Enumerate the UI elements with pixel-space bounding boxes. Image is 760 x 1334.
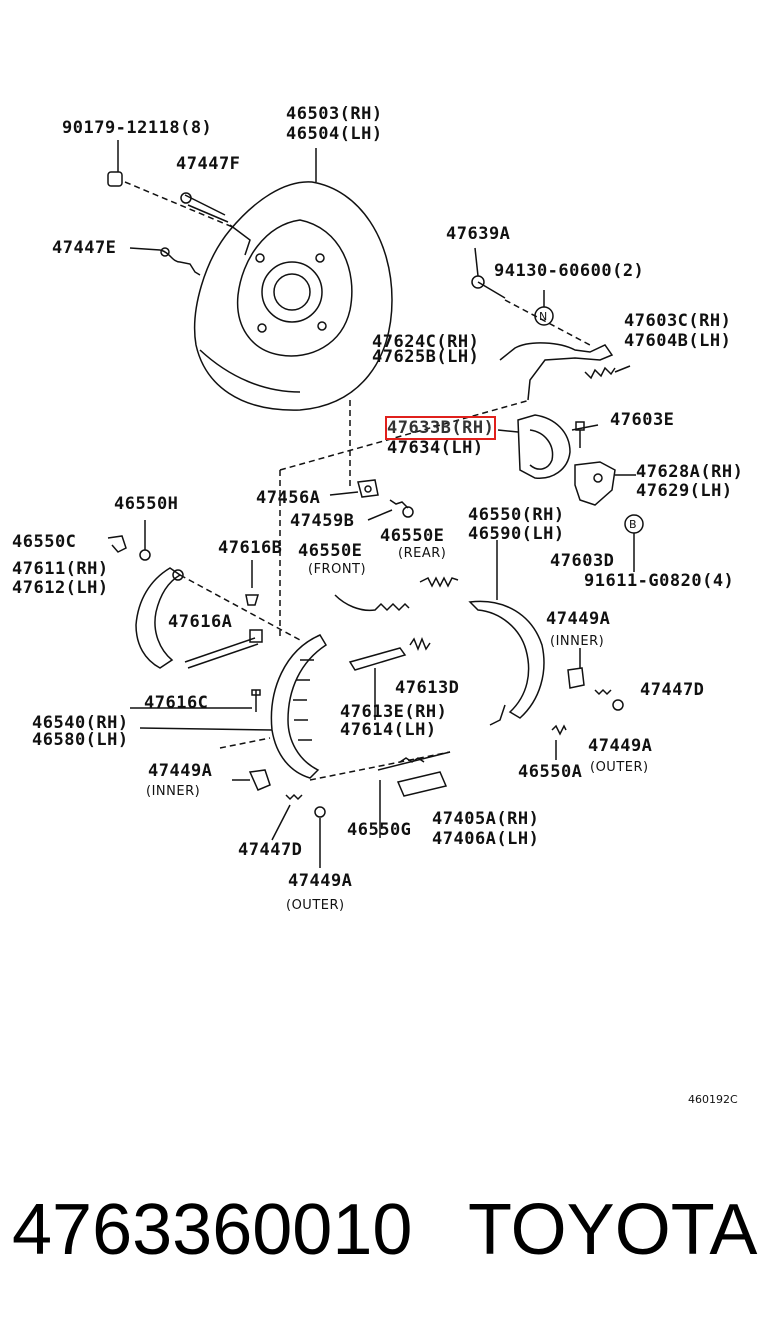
label-47447f: 47447F bbox=[176, 154, 241, 174]
label-46590: 46590(LH) bbox=[468, 524, 565, 544]
clip-46550c bbox=[107, 535, 127, 553]
lever-47624c bbox=[499, 342, 614, 401]
label-47614: 47614(LH) bbox=[340, 720, 437, 740]
spring-47447e bbox=[129, 247, 201, 276]
sublabel-inner-right: (INNER) bbox=[550, 634, 605, 649]
label-47459b: 47459B bbox=[290, 511, 355, 531]
cover-47633b bbox=[517, 414, 571, 479]
spring-46550e-rear bbox=[419, 576, 459, 588]
label-46550e-front: 46550E bbox=[298, 541, 363, 561]
bolt-47447f bbox=[180, 192, 229, 223]
marker-b-letter: B bbox=[629, 518, 638, 531]
pin-47449a-inner-left bbox=[248, 769, 271, 791]
shoe-46540 bbox=[270, 634, 328, 779]
pin-47616b bbox=[245, 560, 260, 606]
brand-name: TOYOTA bbox=[468, 1190, 758, 1270]
label-91611-g0820: 91611-G0820(4) bbox=[584, 571, 735, 591]
label-47616a: 47616A bbox=[168, 612, 233, 632]
label-46550: 46550(RH) bbox=[468, 505, 565, 525]
label-47603c: 47603C(RH) bbox=[624, 311, 732, 331]
spring-47603c bbox=[584, 365, 631, 380]
label-46550e-rear: 46550E bbox=[380, 526, 445, 546]
spring-47447d-left bbox=[271, 793, 303, 841]
plate-47628a bbox=[574, 461, 616, 506]
diagram-code: 460192C bbox=[688, 1093, 738, 1106]
label-47449a-inner-right: 47449A bbox=[546, 609, 611, 629]
bolt-47639a bbox=[471, 247, 506, 299]
label-47634: 47634(LH) bbox=[387, 438, 484, 458]
label-47633b-highlighted[interactable]: 47633B(RH) bbox=[384, 416, 497, 440]
backing-plate bbox=[193, 181, 393, 411]
label-47406a: 47406A(LH) bbox=[432, 829, 540, 849]
label-47624c: 47624C(RH) bbox=[372, 332, 480, 352]
label-47603e: 47603E bbox=[610, 410, 675, 430]
adjuster-47405a bbox=[377, 751, 451, 797]
label-47611: 47611(RH) bbox=[12, 559, 109, 579]
sublabel-rear: (REAR) bbox=[398, 546, 447, 561]
label-47449a-outer-left: 47449A bbox=[288, 871, 353, 891]
strut-47613e bbox=[348, 636, 431, 671]
label-47628a: 47628A(RH) bbox=[636, 462, 744, 482]
label-47616b: 47616B bbox=[218, 538, 283, 558]
label-47456a: 47456A bbox=[256, 488, 321, 508]
pin-47449a-inner-right bbox=[567, 648, 585, 689]
label-46550g: 46550G bbox=[347, 820, 412, 840]
label-94130-60600: 94130-60600(2) bbox=[494, 261, 645, 281]
sublabel-inner-left: (INNER) bbox=[146, 784, 201, 799]
label-47612: 47612(LH) bbox=[12, 578, 109, 598]
label-90179-12118: 90179-12118(8) bbox=[62, 118, 213, 138]
label-46503: 46503(RH) bbox=[286, 104, 383, 124]
label-47447d-left: 47447D bbox=[238, 840, 303, 860]
label-47639a: 47639A bbox=[446, 224, 511, 244]
washer-47456a bbox=[357, 479, 379, 498]
label-46550c: 46550C bbox=[12, 532, 77, 552]
sublabel-outer-left: (OUTER) bbox=[286, 898, 345, 913]
label-47613e: 47613E(RH) bbox=[340, 702, 448, 722]
label-46504: 46504(LH) bbox=[286, 124, 383, 144]
washer-46550h bbox=[139, 549, 151, 561]
adjuster-47616a bbox=[184, 629, 263, 669]
label-47604b: 47604B(LH) bbox=[624, 331, 732, 351]
label-47625b: 47625B(LH) bbox=[372, 347, 480, 367]
label-47449a-outer-right: 47449A bbox=[588, 736, 653, 756]
cup-47449a-outer-right bbox=[612, 699, 624, 711]
bolt-47459b bbox=[389, 499, 414, 518]
label-46550h: 46550H bbox=[114, 494, 179, 514]
label-47629: 47629(LH) bbox=[636, 481, 733, 501]
label-47449a-inner-left: 47449A bbox=[148, 761, 213, 781]
spring-47447d-right bbox=[594, 688, 612, 696]
pin-47616c bbox=[251, 689, 261, 712]
label-47447e: 47447E bbox=[52, 238, 117, 258]
sublabel-front: (FRONT) bbox=[308, 562, 367, 577]
spring-46550a bbox=[551, 724, 567, 760]
cup-47449a-outer-left bbox=[314, 806, 326, 818]
label-47616c: 47616C bbox=[144, 693, 209, 713]
marker-n-letter: N bbox=[539, 310, 548, 323]
part-number: 4763360010 bbox=[12, 1190, 413, 1270]
label-47405a: 47405A(RH) bbox=[432, 809, 540, 829]
label-47447d-right: 47447D bbox=[640, 680, 705, 700]
label-46580: 46580(LH) bbox=[32, 730, 129, 750]
pin-47603e bbox=[575, 421, 585, 448]
bolt-90179 bbox=[107, 140, 236, 229]
label-46550a: 46550A bbox=[518, 762, 583, 782]
shoe-46550 bbox=[468, 600, 545, 726]
label-46540: 46540(RH) bbox=[32, 713, 129, 733]
spring-46550e-front bbox=[334, 594, 410, 612]
sublabel-outer-right: (OUTER) bbox=[590, 760, 649, 775]
label-47613d: 47613D bbox=[395, 678, 460, 698]
label-47603d: 47603D bbox=[550, 551, 615, 571]
lever-47611 bbox=[135, 567, 184, 669]
